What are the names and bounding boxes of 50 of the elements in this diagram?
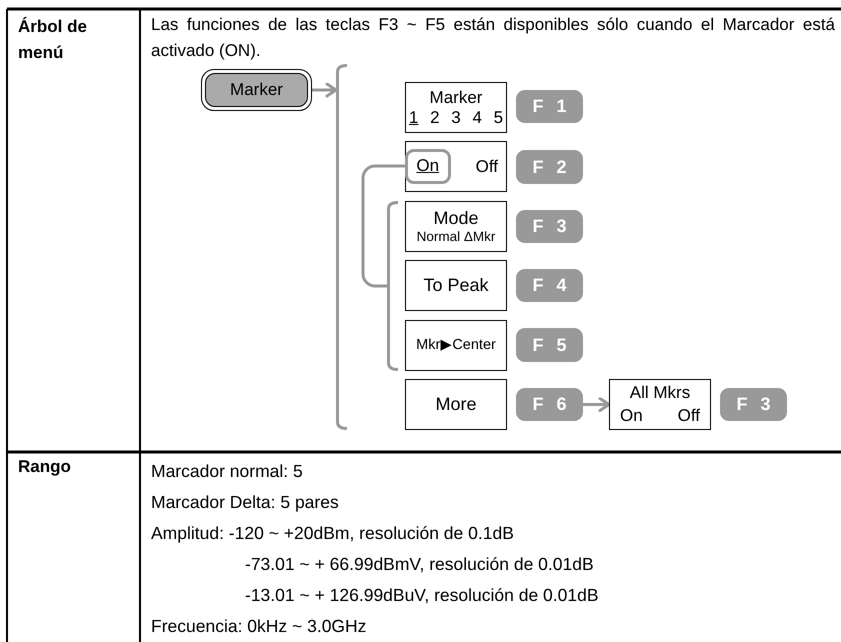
menu-item-text: Mode (433, 208, 479, 230)
key-label: F 5 (532, 334, 566, 356)
menu-item-text: On (620, 404, 643, 426)
spec-line: Marcador Delta: 5 pares (151, 491, 339, 514)
menu-item-text: On (416, 156, 440, 176)
key-label: F 4 (532, 275, 566, 296)
description-text: Las funciones de las teclas F3 ~ F5 están disponibles sólo cuando el Marcador está activado (ON). (151, 14, 835, 62)
spec-line: Frecuencia: 0kHz ~ 3.0GHz (151, 615, 366, 638)
menu-item-text: Off (678, 404, 700, 426)
menu-key (201, 69, 312, 111)
menu-item-box (405, 320, 507, 371)
menu-item-text: Off (476, 156, 498, 176)
key-label: F 1 (532, 96, 566, 117)
row-header: Rango (18, 456, 72, 478)
menu-item-box (405, 379, 507, 430)
function-key-badge (516, 90, 583, 123)
menu-item-text: All Mkrs (630, 382, 690, 402)
key-label: F 6 (532, 394, 566, 415)
spec-line: Amplitud: -120 ~ +20dBm, resolución de 0.1dB (151, 522, 514, 545)
menu-item-text: 1 2 3 4 5 (408, 108, 504, 128)
key-label: F 2 (532, 156, 566, 178)
function-key-badge (516, 269, 583, 302)
spec-line: -13.01 ~ + 126.99dBuV, resolución de 0.01dB (245, 584, 599, 607)
spec-line: -73.01 ~ + 66.99dBmV, resolución de 0.01dB (245, 553, 594, 576)
arrow (583, 397, 610, 412)
menu-item-box (405, 260, 507, 311)
function-key-badge (516, 210, 583, 243)
selection-outline (404, 148, 451, 184)
connector-line (362, 164, 405, 288)
menu-item-text: Marker (230, 80, 283, 100)
function-key-badge (516, 150, 583, 184)
menu-item-text: To Peak (423, 275, 489, 296)
menu-item-box (405, 201, 507, 252)
menu-item-text: Normal ΔMkr (416, 229, 496, 245)
row-header: Árbol de menú (18, 16, 88, 64)
menu-item-box (609, 379, 711, 430)
function-key-badge (720, 388, 787, 421)
menu-item-text: Mkr▶Center (416, 337, 496, 354)
bracket (336, 64, 347, 430)
menu-item-box (405, 82, 507, 133)
bracket (387, 201, 398, 371)
spec-line: Marcador normal: 5 (151, 460, 303, 483)
menu-item-box (405, 141, 507, 192)
key-label: F 3 (736, 394, 770, 415)
function-key-badge (516, 388, 583, 421)
key-label: F 3 (532, 216, 566, 237)
function-key-badge (516, 328, 583, 362)
menu-item-text: Marker (430, 88, 482, 108)
arrow (312, 82, 338, 98)
menu-item-text: More (435, 394, 476, 415)
